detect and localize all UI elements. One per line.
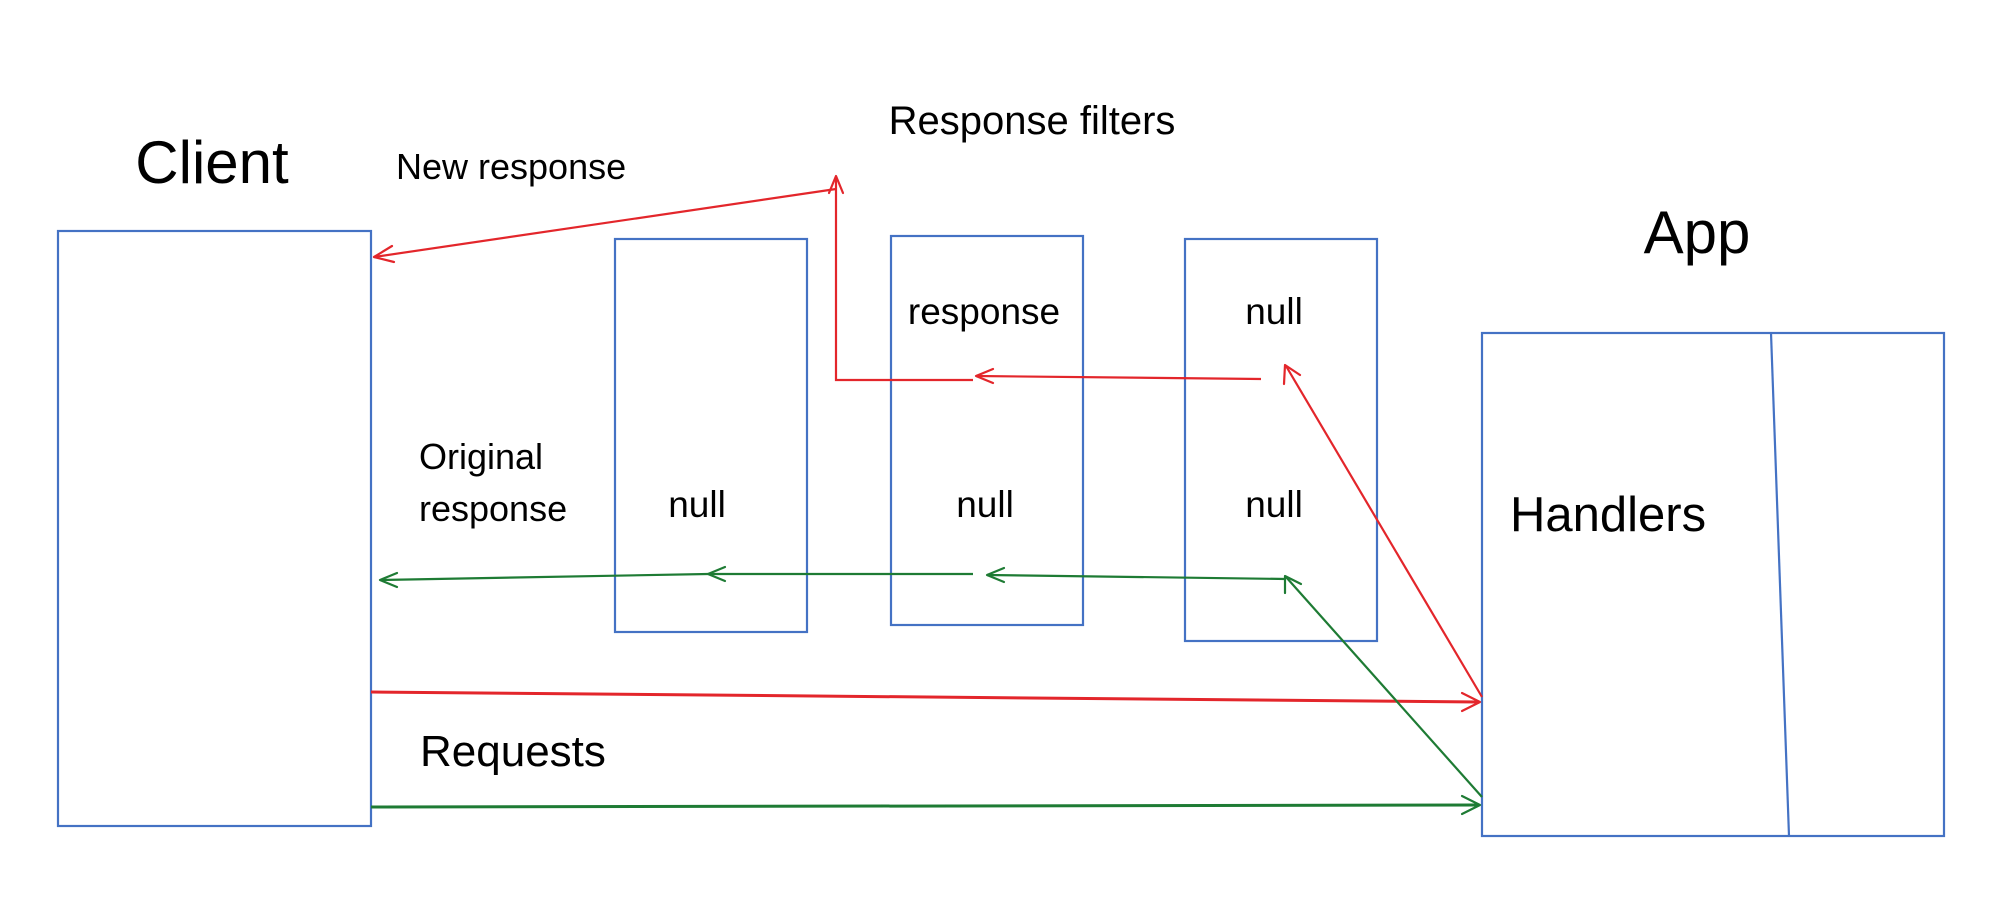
request-arrow-red bbox=[370, 690, 1479, 704]
filter-2-bottom-value: null bbox=[956, 484, 1014, 525]
request-arrow-green bbox=[370, 803, 1479, 809]
new-response-to-client-red-head bbox=[372, 244, 396, 264]
request-arrow-red-head bbox=[1460, 691, 1482, 713]
filter-box-1 bbox=[613, 237, 809, 634]
handler-to-filter3-green bbox=[1285, 576, 1483, 798]
filter3-to-filter2-green bbox=[986, 573, 1287, 581]
filter-box-2 bbox=[889, 234, 1085, 627]
filter2-to-filters-top-red bbox=[834, 177, 973, 382]
handler-to-filter3-red bbox=[1285, 365, 1483, 698]
original-response-to-client-green bbox=[379, 572, 709, 582]
client-box bbox=[56, 229, 373, 828]
request-arrow-green-head bbox=[1460, 794, 1482, 816]
filter-2-top-value: response bbox=[908, 291, 1060, 332]
filter3-to-filter2-green-head bbox=[985, 566, 1006, 584]
client-label: Client bbox=[135, 129, 289, 196]
filter3-to-filter2-red bbox=[975, 374, 1262, 381]
handler-to-filter3-green-head bbox=[1283, 574, 1303, 595]
app-box bbox=[1480, 331, 1946, 838]
original-response-label-line2: response bbox=[419, 488, 567, 529]
handlers-label: Handlers bbox=[1510, 488, 1706, 542]
new-response-label: New response bbox=[396, 146, 626, 187]
filter-1-bottom-value: null bbox=[668, 484, 726, 525]
response-filters-title: Response filters bbox=[889, 99, 1176, 143]
filter2-to-filters-top-red-head bbox=[827, 174, 845, 195]
original-response-label-line1: Original bbox=[419, 436, 543, 477]
handler-to-filter3-red-head bbox=[1282, 363, 1302, 386]
filter-3-top-value: null bbox=[1245, 291, 1303, 332]
original-response-to-client-green-head bbox=[378, 571, 399, 589]
filter3-to-filter2-red-head bbox=[974, 367, 995, 385]
app-label: App bbox=[1644, 199, 1751, 266]
filter-3-bottom-value: null bbox=[1245, 484, 1303, 525]
filter-box-3 bbox=[1183, 237, 1379, 643]
app-handlers-divider bbox=[1769, 332, 1791, 837]
requests-label: Requests bbox=[420, 727, 606, 776]
new-response-to-client-red bbox=[373, 187, 837, 259]
